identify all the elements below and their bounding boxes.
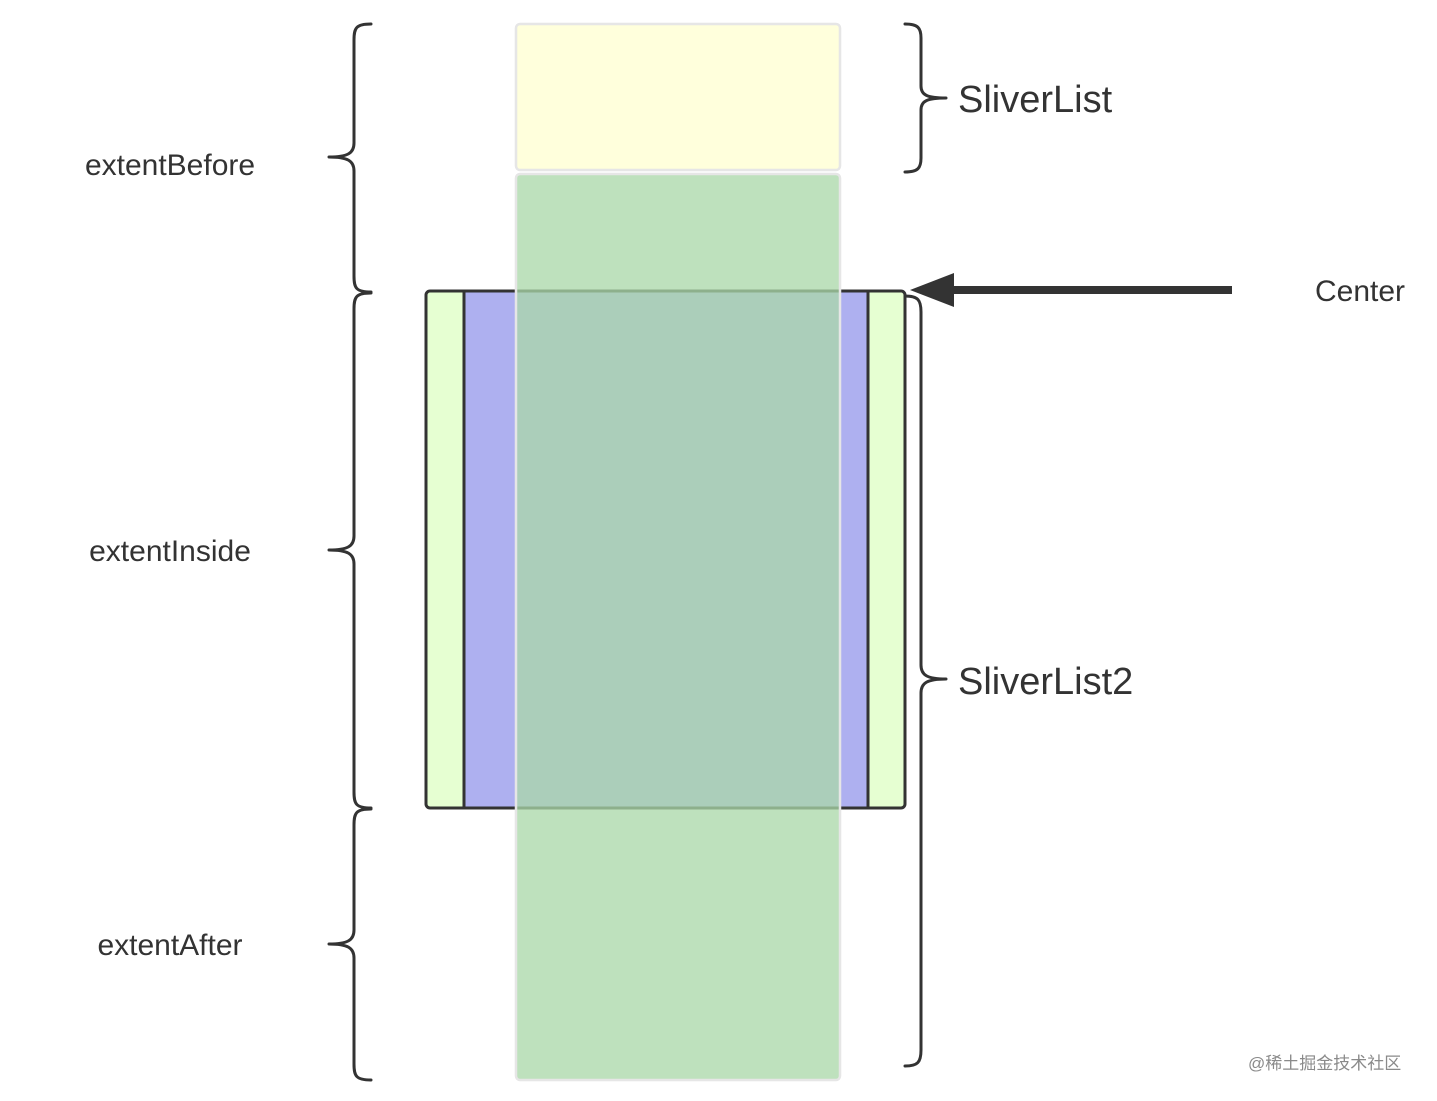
extent-before-brace	[327, 22, 373, 294]
extent-after-label: extentAfter	[97, 929, 243, 962]
sliver-list2-label: SliverList2	[958, 661, 1134, 703]
sliver-list-brace	[903, 22, 948, 174]
sliver-list2-brace	[903, 294, 948, 1068]
watermark: @稀土掘金技术社区	[1248, 1054, 1402, 1073]
extent-before-label: extentBefore	[84, 149, 256, 182]
extent-after-brace	[327, 807, 373, 1082]
center-arrow-head	[910, 273, 954, 307]
extent-inside-label: extentInside	[89, 535, 251, 568]
sliver-list-label: SliverList	[958, 79, 1113, 121]
sliver-list-block	[514, 22, 842, 172]
extent-inside-brace	[327, 291, 373, 810]
sliver-list2-block	[514, 172, 842, 1082]
center-label: Center	[1315, 275, 1406, 308]
